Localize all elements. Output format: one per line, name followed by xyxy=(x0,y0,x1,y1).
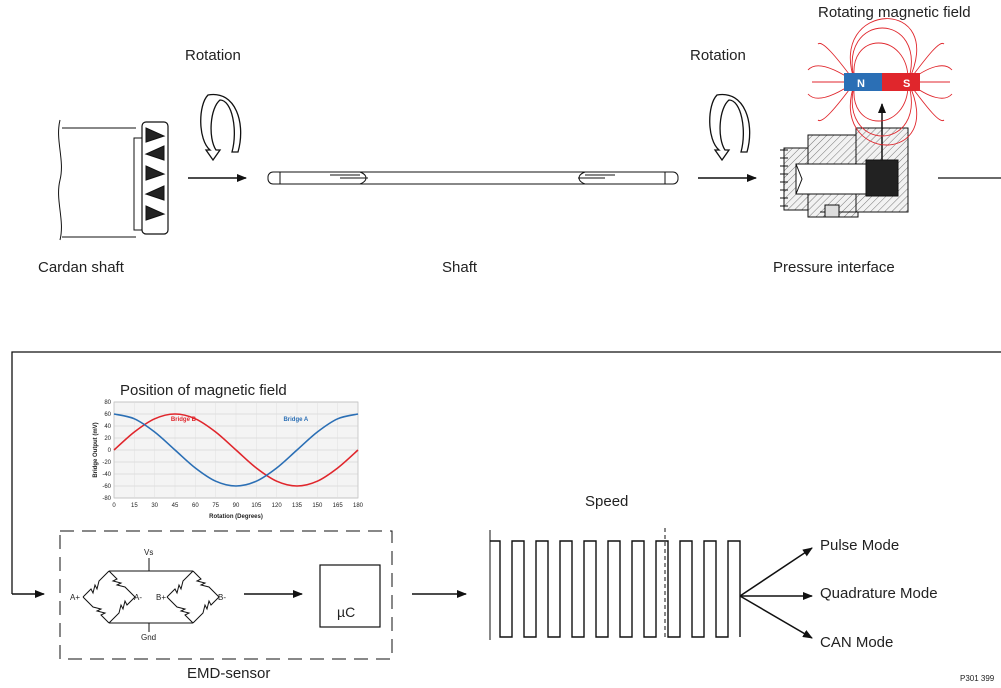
chart-ytick-label: 60 xyxy=(104,412,111,418)
speed-pulse-signal xyxy=(489,528,741,640)
chart-xtick-label: 0 xyxy=(112,503,116,509)
chart-ytick-label: -40 xyxy=(102,472,111,478)
quadrature-mode-label: Quadrature Mode xyxy=(820,585,938,602)
bridge-b-minus-label: B- xyxy=(218,593,226,602)
chart-xtick-label: 105 xyxy=(251,503,262,509)
bridge-circuit xyxy=(82,558,220,632)
magnet-south-pole xyxy=(882,73,920,91)
can-mode-label: CAN Mode xyxy=(820,634,894,651)
chart-xtick-label: 90 xyxy=(233,503,240,509)
chart-series-bridge-b xyxy=(113,413,359,487)
pressure-interface-icon xyxy=(780,127,909,218)
chart-ytick-label: 80 xyxy=(104,400,111,406)
feedback-connector-line xyxy=(11,351,1001,594)
magnet-icon: N S xyxy=(844,73,920,91)
chart-xtick-label: 15 xyxy=(131,503,138,509)
magnet-n-label: N xyxy=(857,78,865,90)
rotation-icon-left xyxy=(200,93,242,162)
chart-xtick-label: 150 xyxy=(312,503,323,509)
chart-series-bridge-a xyxy=(113,413,359,487)
bridge-gnd-label: Gnd xyxy=(141,633,156,642)
speed-label: Speed xyxy=(585,493,629,510)
microcontroller-box xyxy=(319,564,381,628)
bridge-a-minus-label: A- xyxy=(134,593,142,602)
emd-sensor-label: EMD-sensor xyxy=(187,665,271,682)
bridge-a-plus-label: A+ xyxy=(70,593,80,602)
rotation-label-right: Rotation xyxy=(690,47,746,64)
emd-sensor-box xyxy=(59,530,393,660)
chart-xtick-label: 165 xyxy=(333,503,344,509)
bridge-b-plus-label: B+ xyxy=(156,593,166,602)
chart-xlabel: Rotation (Degrees) xyxy=(209,514,263,520)
chart-series-label-bridge-b: Bridge B xyxy=(171,417,197,423)
chart-ytick-label: 0 xyxy=(108,448,112,454)
chart-xtick-label: 135 xyxy=(292,503,303,509)
magnet-north-pole xyxy=(844,73,882,91)
position-field-label: Position of magnetic field xyxy=(120,382,287,399)
chart-xtick-label: 60 xyxy=(192,503,199,509)
chart-xtick-label: 180 xyxy=(353,503,364,509)
chart-xtick-label: 75 xyxy=(212,503,219,509)
cardan-shaft-label: Cardan shaft xyxy=(38,259,124,276)
pressure-interface-label: Pressure interface xyxy=(773,259,895,276)
chart-ytick-label: -20 xyxy=(102,460,111,466)
chart-series-label-bridge-a: Bridge A xyxy=(283,417,308,423)
chart-xtick-label: 30 xyxy=(151,503,158,509)
shaft-label: Shaft xyxy=(442,259,478,276)
reference-code: P301 399 xyxy=(960,674,995,683)
rotation-label-left: Rotation xyxy=(185,47,241,64)
cardan-shaft-icon xyxy=(58,119,169,241)
chart-ytick-label: -60 xyxy=(102,484,111,490)
rotation-icon-right xyxy=(709,93,751,162)
bridge-vs-label: Vs xyxy=(144,548,153,557)
chart-xtick-label: 120 xyxy=(272,503,283,509)
pulse-mode-label: Pulse Mode xyxy=(820,537,900,554)
chart-ylabel: Bridge Output (mV) xyxy=(93,422,99,477)
shaft-icon xyxy=(267,171,679,185)
magnet-s-label: S xyxy=(903,78,910,90)
chart-ytick-label: 20 xyxy=(104,436,111,442)
chart-xtick-label: 45 xyxy=(172,503,179,509)
output-arrows xyxy=(739,547,813,639)
microcontroller-label: µC xyxy=(337,604,355,620)
rotating-field-label: Rotating magnetic field xyxy=(818,4,971,21)
chart-ytick-label: -80 xyxy=(102,496,111,502)
chart-ytick-label: 40 xyxy=(104,424,111,430)
